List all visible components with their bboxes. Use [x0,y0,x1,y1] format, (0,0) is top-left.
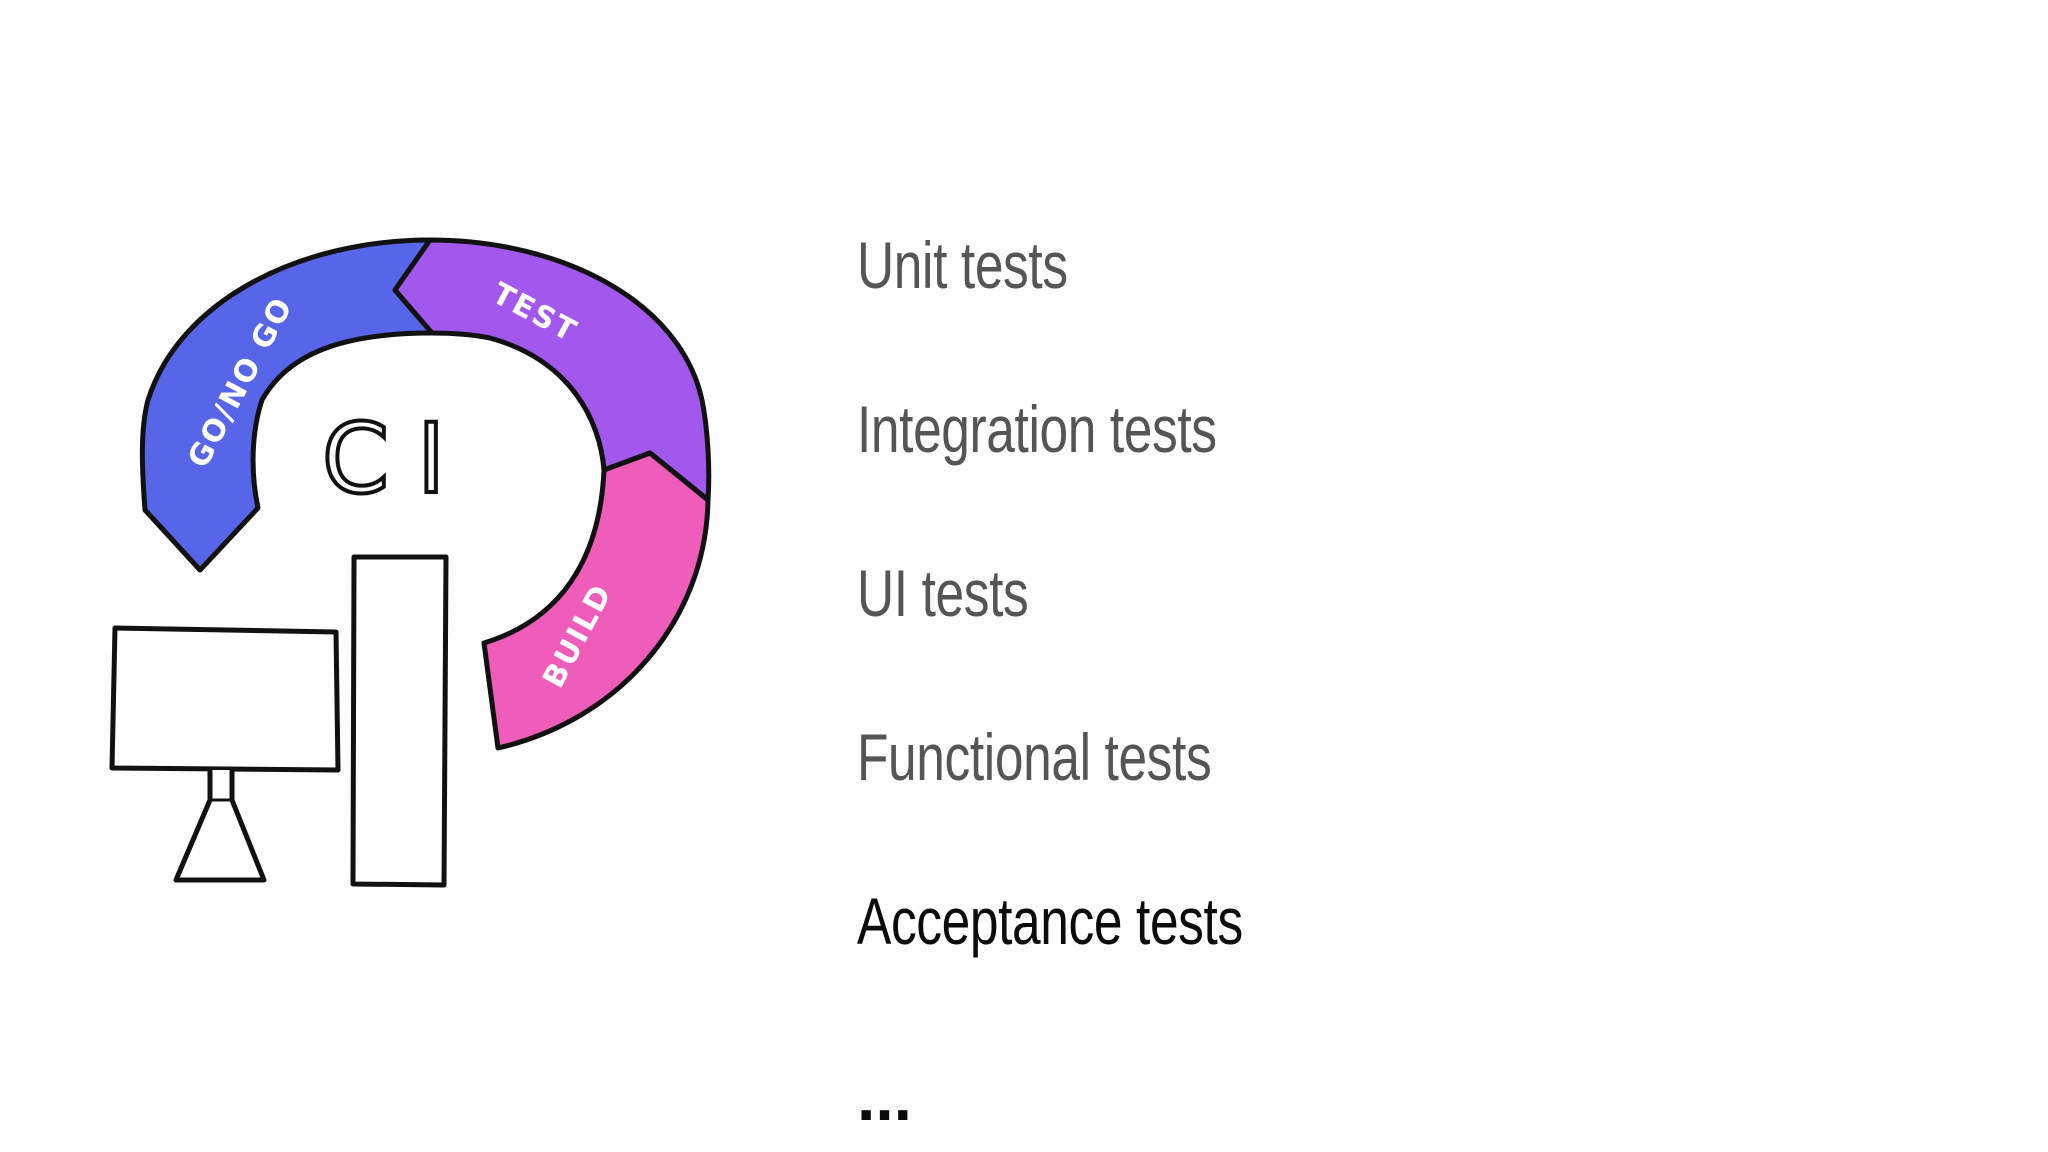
test-types-list: Unit tests Integration tests UI tests Fu… [857,232,1352,1052]
monitor-icon [109,625,341,773]
build-segment [484,453,708,748]
test-type-unit: Unit tests [857,228,1068,302]
more-indicator: ... [857,1060,913,1134]
go-no-go-segment [142,240,432,570]
ci-illustration: GO/NO GO TEST BUILD CI [109,237,712,888]
test-type-integration: Integration tests [857,392,1217,466]
test-type-acceptance: Acceptance tests [857,884,1243,958]
test-type-ui: UI tests [857,556,1029,630]
test-segment [395,240,709,500]
computer-tower-icon [350,554,449,888]
test-type-functional: Functional tests [857,720,1212,794]
ci-label: CI [322,403,473,515]
